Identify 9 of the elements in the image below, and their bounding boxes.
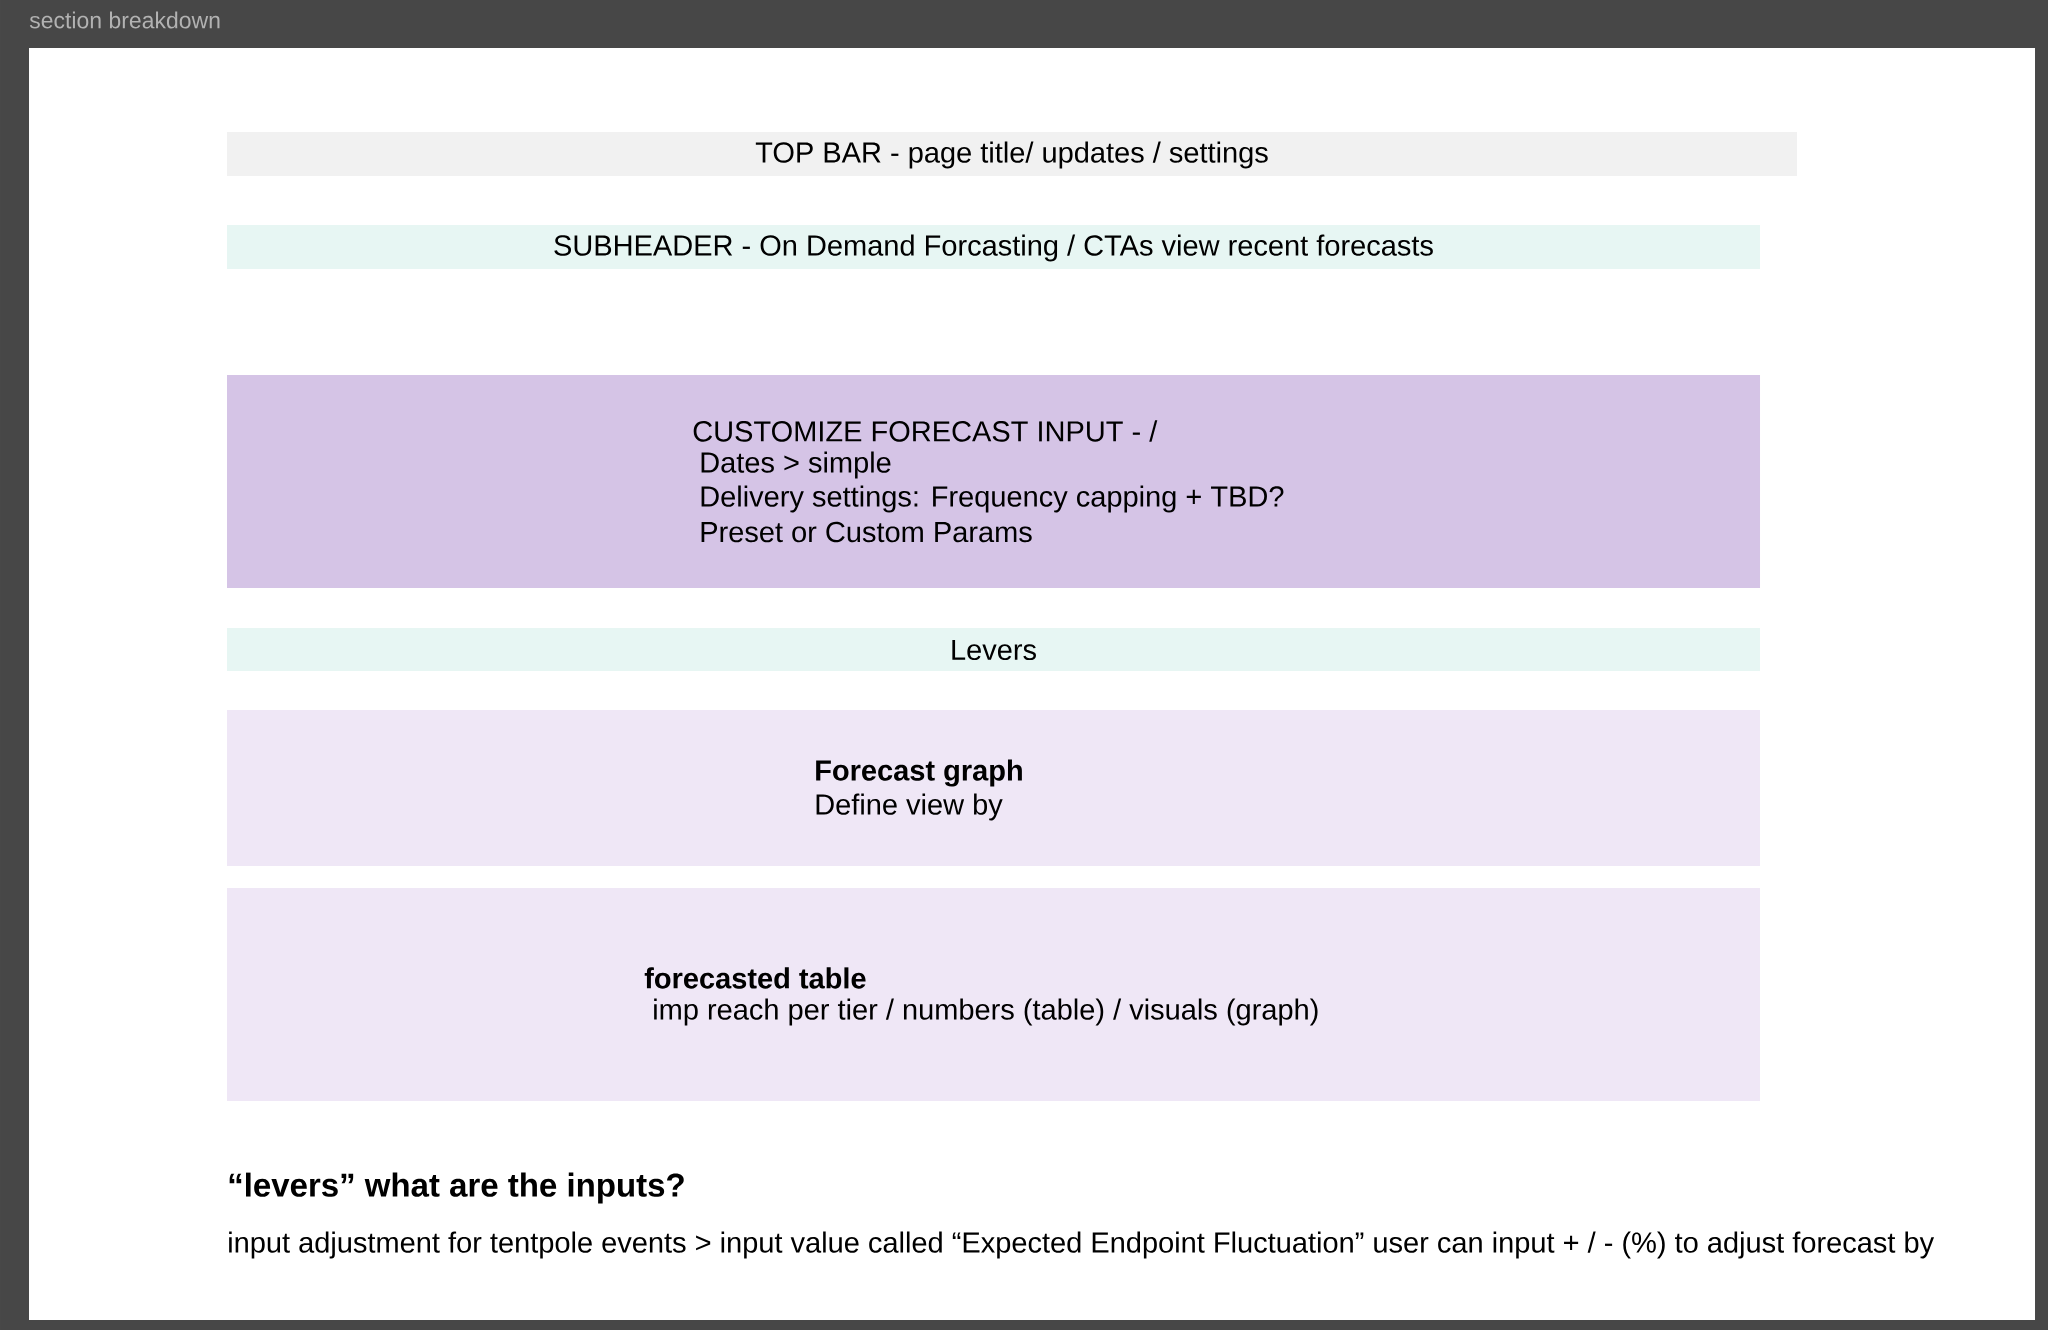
top-bar: TOP BAR - page title/ updates / settings — [227, 132, 1797, 176]
subheader-bar: SUBHEADER - On Demand Forcasting / CTAs view recent forecasts — [227, 225, 1760, 269]
section-box: CUSTOMIZE FORECAST INPUT - / Dates > simple Delivery settings: Frequency capping + TBD? Preset or Custom Params — [227, 375, 1760, 588]
frame-title: section breakdown — [29, 11, 220, 29]
section-bar: Levers — [227, 628, 1760, 671]
section-heading: “levers” what are the inputs? — [229, 1172, 684, 1204]
section-box: Forecast graph Define view by — [227, 710, 1760, 866]
section-box: forecasted table imp reach per tier / numbers (table) / visuals (graph) — [227, 888, 1760, 1101]
note-text: input adjustment for tentpole events > input value called “Expected Endpoint Fluctuation” user can input + / - (%) to adjust forecast by — [229, 1231, 1935, 1259]
